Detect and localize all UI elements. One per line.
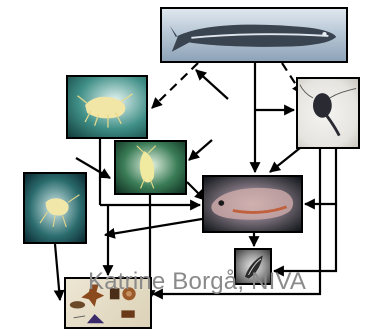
amphipod-left-node	[23, 172, 87, 244]
copepod-node	[296, 77, 360, 149]
arrow-to-fish	[196, 70, 228, 99]
arrow-copepod-to-cladoceran	[270, 148, 300, 172]
photo-credit: Katrine Borgå, NIVA	[88, 268, 306, 296]
copepod-icon	[298, 79, 358, 147]
cladoceran-node	[202, 175, 303, 233]
cladoceran-icon	[204, 177, 301, 231]
amphipod-icon	[116, 142, 185, 193]
amphipod-icon	[68, 77, 146, 137]
arrow-fish-to-amphipod-top	[152, 63, 198, 108]
amphipod-middle-node	[114, 140, 187, 195]
fish-icon	[162, 9, 346, 61]
amphipod-icon	[25, 174, 85, 242]
amphipod-top-node	[66, 75, 148, 139]
arrow-amphipod-left-to-detritus	[55, 244, 60, 300]
fish-node	[160, 7, 348, 63]
arrow-cladoceran-to-left	[105, 219, 202, 235]
arrow-diag-to-amphipod-middle	[189, 140, 212, 160]
